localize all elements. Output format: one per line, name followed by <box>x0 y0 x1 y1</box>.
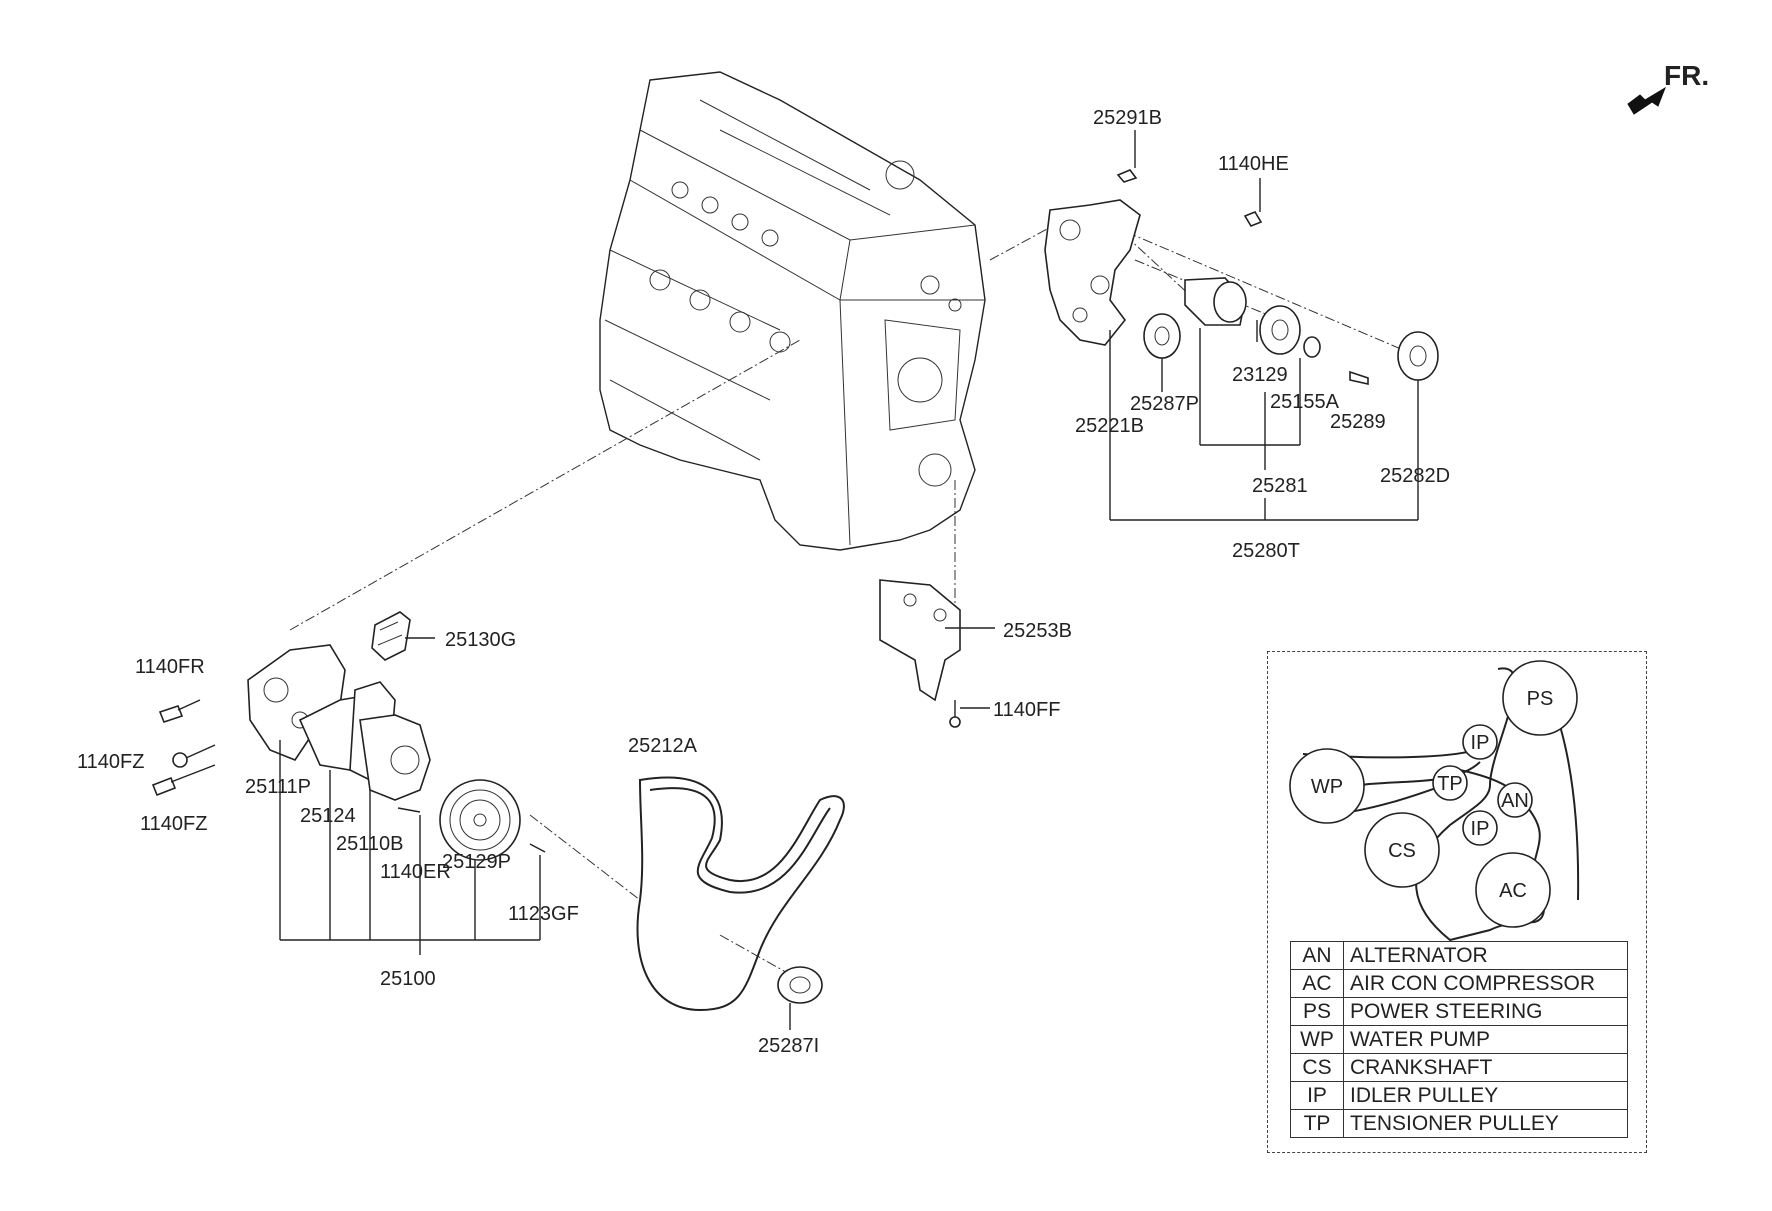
legend-abbr: AN <box>1290 941 1344 970</box>
legend-name: AIR CON COMPRESSOR <box>1343 969 1628 998</box>
pulley-TP <box>1432 765 1468 801</box>
label-25129P: 25129P <box>442 851 511 873</box>
label-25111P: 25111P <box>245 776 311 798</box>
water-pump-assembly <box>151 611 546 861</box>
legend-name: CRANKSHAFT <box>1343 1053 1628 1082</box>
label-25155A: 25155A <box>1270 391 1340 413</box>
pulley-AN-label: AN <box>1501 790 1529 812</box>
label-25212A: 25212A <box>628 735 698 757</box>
legend-row: PS POWER STEERING <box>1290 997 1628 1026</box>
front-direction-label: FR. <box>1664 60 1710 91</box>
pulley-AN <box>1497 782 1533 818</box>
legend-abbr: IP <box>1290 1081 1344 1110</box>
pulley-WP-label: WP <box>1311 776 1343 798</box>
pulley-AC <box>1475 852 1551 928</box>
legend-abbr: PS <box>1290 997 1344 1026</box>
engine-block <box>599 71 986 551</box>
label-1140FR: 1140FR <box>135 656 205 678</box>
legend-name: TENSIONER PULLEY <box>1343 1109 1628 1138</box>
belt-routing-frame <box>1267 651 1647 1153</box>
pulley-PS <box>1502 660 1578 736</box>
pulley-IP-top-label: IP <box>1471 732 1490 754</box>
legend-row: AC AIR CON COMPRESSOR <box>1290 969 1628 998</box>
label-25110B: 25110B <box>336 833 403 855</box>
pulley-IP-mid <box>1462 810 1498 846</box>
legend-abbr: AC <box>1290 969 1344 998</box>
legend-name: WATER PUMP <box>1343 1025 1628 1054</box>
legend-name: POWER STEERING <box>1343 997 1628 1026</box>
label-25287P: 25287P <box>1130 393 1199 415</box>
pulley-PS-label: PS <box>1527 688 1554 710</box>
pulley-TP-label: TP <box>1437 773 1463 795</box>
tensioner-bracket-assembly <box>1044 169 1439 385</box>
label-25130G: 25130G <box>445 629 516 651</box>
label-25100: 25100 <box>380 968 436 990</box>
label-1123GF: 1123GF <box>508 903 579 925</box>
pulley-AC-label: AC <box>1499 880 1527 902</box>
front-direction-arrow <box>1627 86 1666 115</box>
pulley-IP-mid-label: IP <box>1471 818 1490 840</box>
label-25281: 25281 <box>1252 475 1308 497</box>
label-25253B: 25253B <box>1003 620 1072 642</box>
leader-lines <box>279 130 1419 1030</box>
label-1140HE: 1140HE <box>1218 153 1289 175</box>
part-labels: 25291B 1140HE 23129 25287P 25155A 25221B… <box>77 107 1450 1057</box>
pulley-WP <box>1289 748 1365 824</box>
legend-name: IDLER PULLEY <box>1343 1081 1628 1110</box>
legend-row: AN ALTERNATOR <box>1290 941 1628 970</box>
legend-row: IP IDLER PULLEY <box>1290 1081 1628 1110</box>
label-25291B: 25291B <box>1093 107 1162 129</box>
legend-abbr: CS <box>1290 1053 1344 1082</box>
label-25124: 25124 <box>300 805 356 827</box>
label-25289: 25289 <box>1330 411 1386 433</box>
legend-row: WP WATER PUMP <box>1290 1025 1628 1054</box>
belt-routing-schematic: PS IP WP TP AN IP CS AC <box>1289 660 1580 942</box>
legend-abbr: TP <box>1290 1109 1344 1138</box>
label-25287I: 25287I <box>758 1035 819 1057</box>
drive-belt <box>636 776 845 1012</box>
pulley-CS-label: CS <box>1388 840 1416 862</box>
label-1140FZ-a: 1140FZ <box>77 751 144 773</box>
label-1140FF: 1140FF <box>993 699 1060 721</box>
label-25280T: 25280T <box>1232 540 1300 562</box>
pulley-legend-table: AN ALTERNATOR AC AIR CON COMPRESSOR PS P… <box>1290 941 1628 1138</box>
label-1140ER: 1140ER <box>380 861 451 883</box>
label-1140FZ-b: 1140FZ <box>140 813 207 835</box>
legend-abbr: WP <box>1290 1025 1344 1054</box>
legend-row: CS CRANKSHAFT <box>1290 1053 1628 1082</box>
label-23129: 23129 <box>1232 364 1288 386</box>
label-25282D: 25282D <box>1380 465 1450 487</box>
pulley-CS <box>1364 812 1440 888</box>
legend-name: ALTERNATOR <box>1343 941 1628 970</box>
pulley-IP-top <box>1462 724 1498 760</box>
bracket-25253B <box>879 579 961 728</box>
label-25221B: 25221B <box>1075 415 1144 437</box>
legend-row: TP TENSIONER PULLEY <box>1290 1109 1628 1138</box>
